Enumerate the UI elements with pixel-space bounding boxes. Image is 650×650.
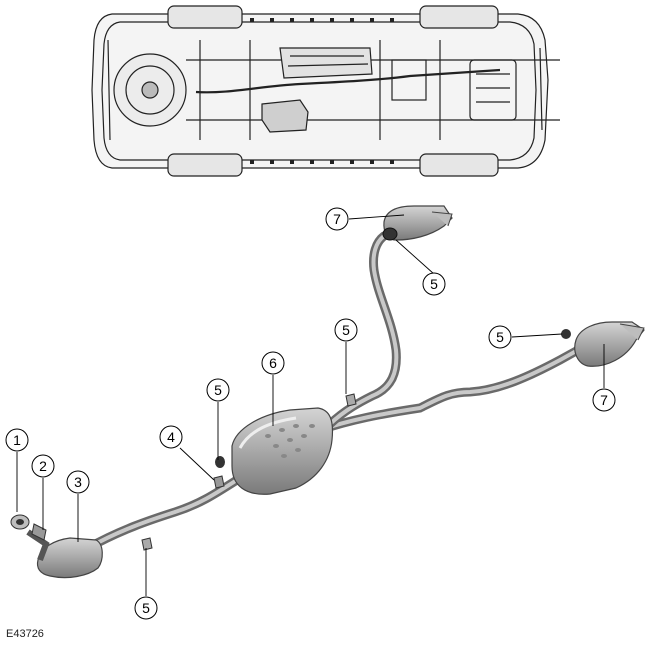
callout-1: 1: [5, 428, 29, 452]
right-rear-muffler: [574, 321, 645, 367]
left-rear-muffler: [382, 205, 453, 241]
leader-lines: [16, 214, 605, 596]
callout-4: 4: [159, 425, 183, 449]
callout-label: 4: [167, 429, 175, 445]
figure-id: E43726: [6, 628, 44, 640]
pipe-bracket: [213, 475, 225, 489]
callout-label: 7: [333, 211, 341, 227]
callout-7: 7: [592, 388, 616, 412]
callout-label: 5: [342, 322, 350, 338]
callout-label: 5: [214, 382, 222, 398]
callout-label: 6: [269, 355, 277, 371]
callout-label: 3: [74, 474, 82, 490]
callout-label: 5: [430, 276, 438, 292]
callout-2: 2: [31, 454, 55, 478]
mounting-rubber: [561, 329, 571, 339]
callout-6: 6: [261, 351, 285, 375]
callout-label: 1: [13, 432, 21, 448]
callout-label: 2: [39, 458, 47, 474]
callout-5: 5: [134, 596, 158, 620]
mounting-rubber: [345, 393, 357, 407]
callout-5: 5: [334, 318, 358, 342]
center-muffler: [231, 407, 334, 495]
callout-5: 5: [422, 272, 446, 296]
callout-label: 5: [496, 329, 504, 345]
callout-5: 5: [206, 378, 230, 402]
mounting-rubber: [141, 537, 153, 551]
callout-7: 7: [325, 207, 349, 231]
mounting-rubber: [215, 456, 225, 468]
callout-3: 3: [66, 470, 90, 494]
callout-5: 5: [488, 325, 512, 349]
catalytic-converter: [10, 514, 103, 579]
callout-label: 7: [600, 392, 608, 408]
exhaust-assembly: [10, 205, 645, 579]
vehicle-underbody-illustration: [91, 5, 560, 177]
callout-label: 5: [142, 600, 150, 616]
